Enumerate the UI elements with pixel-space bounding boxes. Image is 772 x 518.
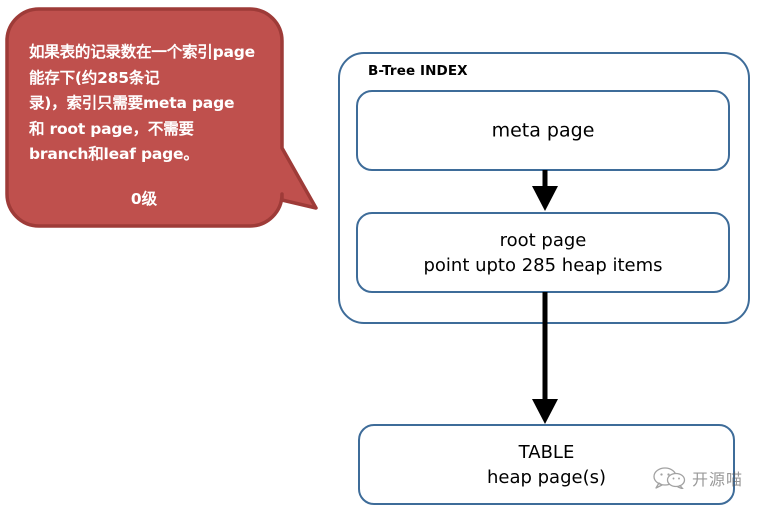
root-page-label: root page point upto 285 heap items <box>423 229 663 276</box>
table-box[interactable]: TABLE heap page(s) <box>358 424 735 505</box>
meta-page-label: meta page <box>491 119 595 141</box>
meta-page-box[interactable]: meta page <box>356 90 730 171</box>
table-label: TABLE heap page(s) <box>486 441 607 488</box>
watermark-text: 开源喵 <box>692 470 744 489</box>
callout-level-label: 0级 <box>130 190 158 208</box>
watermark: 开源喵 <box>652 466 743 490</box>
callout-body-text: 如果表的记录数在一个索引page能存下(约285条记 录)，索引只需要meta … <box>29 43 255 163</box>
callout-bubble <box>5 7 318 228</box>
btree-index-title: B-Tree INDEX <box>368 63 468 79</box>
callout-shape <box>5 7 318 228</box>
wechat-bubbles-icon <box>653 467 686 489</box>
root-page-box[interactable]: root page point upto 285 heap items <box>356 212 730 293</box>
